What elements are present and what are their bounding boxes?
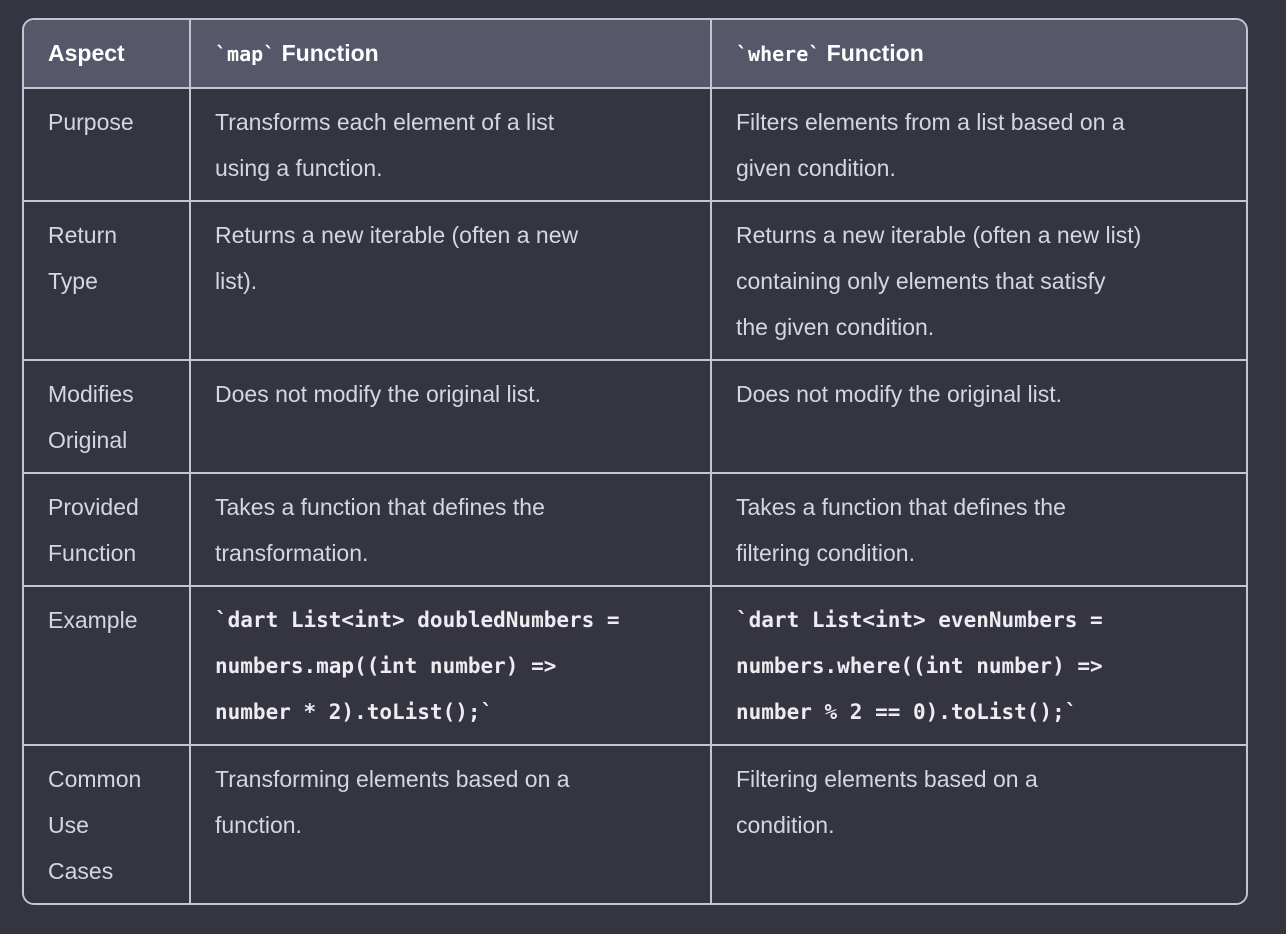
where-example-code: `dart List<int> evenNumbers = numbers.wh… bbox=[710, 585, 1246, 744]
comparison-table: Aspect `map` Function `where` Function P… bbox=[22, 18, 1248, 905]
where-cell: Returns a new iterable (often a new list… bbox=[710, 200, 1246, 359]
aspect-cell: Modifies Original bbox=[24, 359, 189, 472]
aspect-cell: Purpose bbox=[24, 87, 189, 200]
header-label-aspect: Aspect bbox=[48, 40, 125, 66]
header-label-map-suffix: Function bbox=[275, 40, 379, 66]
table-header-row: Aspect `map` Function `where` Function bbox=[24, 20, 1246, 87]
table-row-return-type: Return Type Returns a new iterable (ofte… bbox=[24, 200, 1246, 359]
text-line: Modifies bbox=[48, 381, 134, 407]
text-line: containing only elements that satisfy bbox=[736, 268, 1106, 294]
text-line: Transforming elements based on a bbox=[215, 766, 570, 792]
text-line: Return bbox=[48, 222, 118, 248]
aspect-cell: Return Type bbox=[24, 200, 189, 359]
map-cell: Takes a function that defines the transf… bbox=[189, 472, 710, 585]
code-line: number % 2 == 0).toList();` bbox=[736, 700, 1078, 724]
where-cell: Filtering elements based on a condition. bbox=[710, 744, 1246, 903]
table-row-purpose: Purpose Transforms each element of a lis… bbox=[24, 87, 1246, 200]
text-line: Cases bbox=[48, 858, 114, 884]
map-cell: Transforms each element of a list using … bbox=[189, 87, 710, 200]
where-cell: Filters elements from a list based on a … bbox=[710, 87, 1246, 200]
aspect-cell: Example bbox=[24, 585, 189, 744]
inline-code-where: `where` bbox=[736, 42, 821, 66]
text-line: filtering condition. bbox=[736, 540, 915, 566]
table-row-example: Example `dart List<int> doubledNumbers =… bbox=[24, 585, 1246, 744]
text-line: Returns a new iterable (often a new bbox=[215, 222, 579, 248]
aspect-cell: Common Use Cases bbox=[24, 744, 189, 903]
text-line: Original bbox=[48, 427, 128, 453]
text-line: Example bbox=[48, 607, 138, 633]
header-cell-where: `where` Function bbox=[710, 20, 1246, 87]
text-line: list). bbox=[215, 268, 258, 294]
code-line: `dart List<int> doubledNumbers = bbox=[215, 608, 620, 632]
code-line: number * 2).toList();` bbox=[215, 700, 494, 724]
text-line: Function bbox=[48, 540, 137, 566]
map-cell: Transforming elements based on a functio… bbox=[189, 744, 710, 903]
header-label-where-suffix: Function bbox=[820, 40, 924, 66]
text-line: condition. bbox=[736, 812, 835, 838]
text-line: Does not modify the original list. bbox=[736, 381, 1062, 407]
text-line: Use bbox=[48, 812, 89, 838]
text-line: Filtering elements based on a bbox=[736, 766, 1038, 792]
text-line: Returns a new iterable (often a new list… bbox=[736, 222, 1142, 248]
text-line: Transforms each element of a list bbox=[215, 109, 555, 135]
map-cell: Returns a new iterable (often a new list… bbox=[189, 200, 710, 359]
code-line: numbers.where((int number) => bbox=[736, 654, 1103, 678]
table-row-provided-function: Provided Function Takes a function that … bbox=[24, 472, 1246, 585]
map-cell: Does not modify the original list. bbox=[189, 359, 710, 472]
header-cell-aspect: Aspect bbox=[24, 20, 189, 87]
code-line: `dart List<int> evenNumbers = bbox=[736, 608, 1103, 632]
text-line: Type bbox=[48, 268, 98, 294]
text-line: Filters elements from a list based on a bbox=[736, 109, 1125, 135]
text-line: Takes a function that defines the bbox=[736, 494, 1066, 520]
text-line: Provided bbox=[48, 494, 139, 520]
text-line: Does not modify the original list. bbox=[215, 381, 541, 407]
text-line: the given condition. bbox=[736, 314, 935, 340]
table-row-common-use-cases: Common Use Cases Transforming elements b… bbox=[24, 744, 1246, 903]
table-row-modifies-original: Modifies Original Does not modify the or… bbox=[24, 359, 1246, 472]
text-line: function. bbox=[215, 812, 302, 838]
where-cell: Takes a function that defines the filter… bbox=[710, 472, 1246, 585]
where-cell: Does not modify the original list. bbox=[710, 359, 1246, 472]
header-label-where: `where` Function bbox=[736, 30, 1222, 77]
header-cell-map: `map` Function bbox=[189, 20, 710, 87]
text-line: using a function. bbox=[215, 155, 383, 181]
code-line: numbers.map((int number) => bbox=[215, 654, 557, 678]
aspect-cell: Provided Function bbox=[24, 472, 189, 585]
text-line: Takes a function that defines the bbox=[215, 494, 545, 520]
text-line: given condition. bbox=[736, 155, 896, 181]
map-example-code: `dart List<int> doubledNumbers = numbers… bbox=[189, 585, 710, 744]
header-label-map: `map` Function bbox=[215, 30, 686, 77]
text-line: transformation. bbox=[215, 540, 369, 566]
text-line: Common bbox=[48, 766, 142, 792]
text-line: Purpose bbox=[48, 109, 134, 135]
inline-code-map: `map` bbox=[215, 42, 276, 66]
